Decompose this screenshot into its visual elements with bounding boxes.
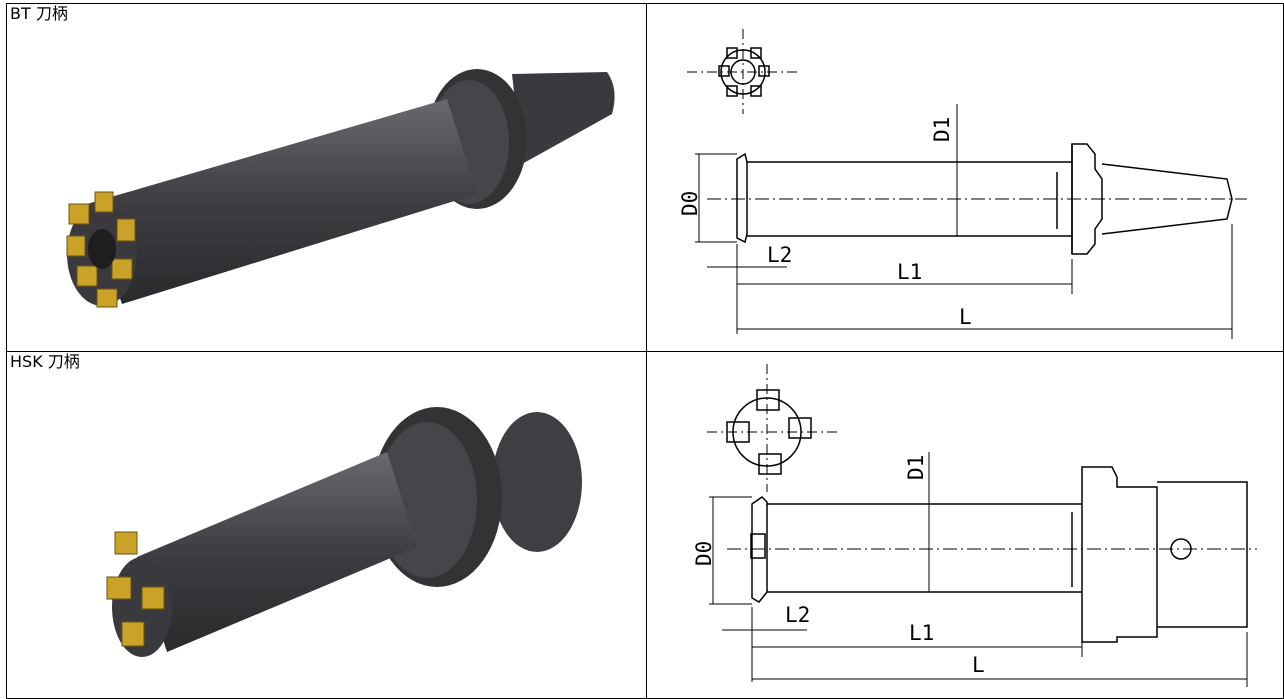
- hsk-dimension-lines: [709, 452, 1248, 687]
- hsk-label-d0: D0: [692, 541, 716, 566]
- hsk-insert-group: [106, 531, 165, 647]
- bt-holder-render: [66, 69, 615, 308]
- hsk-section-label: HSK 刀柄: [10, 352, 80, 371]
- hsk-technical-drawing: D0 D1 L2 L1 L: [692, 364, 1257, 687]
- hsk-end-view: [707, 364, 837, 492]
- bt-dimension-lines: [695, 104, 1233, 339]
- bt-label-l: L: [959, 305, 972, 329]
- bt-drawing-cell: D0 D1 L2 L1 L: [646, 3, 1284, 352]
- hsk-label-l1: L1: [909, 621, 934, 645]
- bt-end-view: [687, 29, 799, 114]
- bt-label-l1: L1: [897, 260, 922, 284]
- bt-label-l2: L2: [767, 243, 792, 267]
- bt-technical-drawing: D0 D1 L2 L1 L: [678, 29, 1247, 339]
- bt-label-d0: D0: [678, 191, 702, 216]
- hsk-taper: [492, 412, 582, 552]
- bt-shaft: [87, 99, 477, 304]
- hsk-label-d1: D1: [904, 455, 928, 480]
- bt-insert-group: [66, 191, 136, 308]
- hsk-3d-cell: HSK 刀柄: [6, 351, 647, 699]
- bt-label-d1: D1: [930, 117, 954, 142]
- hsk-holder-render: [106, 407, 582, 657]
- bt-section-label: BT 刀柄: [10, 4, 68, 23]
- hsk-drawing-cell: D0 D1 L2 L1 L: [646, 351, 1284, 699]
- hsk-label-l2: L2: [785, 603, 810, 627]
- bt-3d-cell: BT 刀柄: [6, 3, 647, 352]
- bt-side-view: [707, 143, 1247, 255]
- bt-taper: [512, 72, 615, 164]
- hsk-shaft: [137, 452, 417, 652]
- hsk-label-l: L: [972, 653, 985, 677]
- hsk-side-view: [727, 466, 1257, 643]
